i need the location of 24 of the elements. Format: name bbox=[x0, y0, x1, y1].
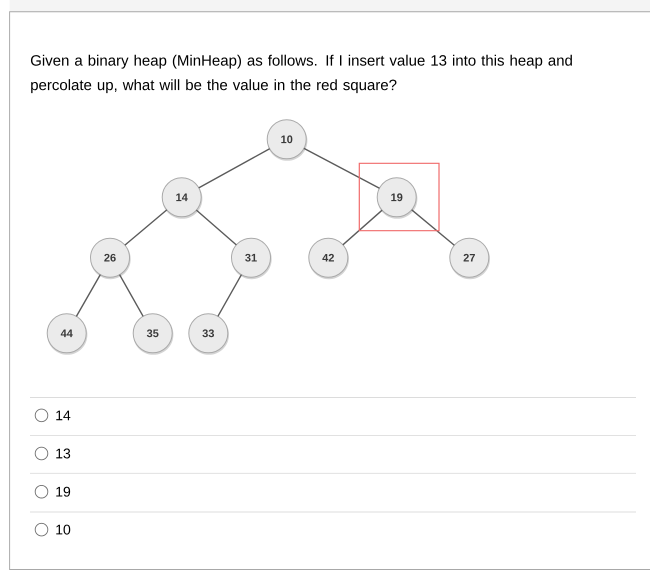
tree-edge bbox=[124, 209, 168, 246]
heap-node: 27 bbox=[449, 238, 490, 280]
option-label: 14 bbox=[56, 410, 70, 420]
tree-edge bbox=[342, 210, 383, 246]
option-label: 19 bbox=[56, 486, 70, 497]
tree-edge bbox=[411, 209, 455, 246]
tree-edge bbox=[304, 148, 380, 189]
tree-edge bbox=[76, 274, 101, 317]
heap-node: 14 bbox=[162, 177, 202, 219]
heap-node: 31 bbox=[231, 238, 272, 280]
heap-node: 26 bbox=[90, 238, 131, 280]
heap-node: 10 bbox=[266, 119, 308, 161]
heap-node: 19 bbox=[376, 177, 418, 219]
tree-edge bbox=[196, 210, 237, 246]
tree-edge bbox=[198, 148, 270, 188]
tree-edge bbox=[118, 274, 144, 317]
option-label: 10 bbox=[56, 524, 70, 535]
heap-node: 42 bbox=[308, 238, 349, 280]
heap-node: 35 bbox=[132, 313, 174, 355]
heap-node: 33 bbox=[188, 313, 229, 355]
question-text: Given a binary heap (MinHeap) as follows. If I insert value 13 into this heap and percolate up, what will be the value in the red square? bbox=[30, 54, 572, 94]
heap-node: 44 bbox=[46, 313, 88, 355]
tree-edge bbox=[217, 274, 242, 317]
option-label: 13 bbox=[56, 448, 70, 458]
